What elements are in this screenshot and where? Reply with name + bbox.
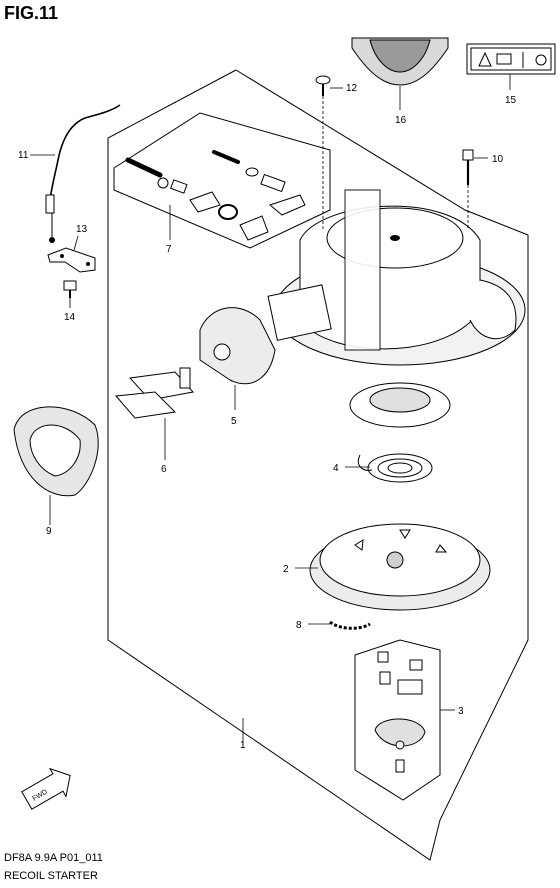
decal-part-16 <box>351 37 449 86</box>
figure-title: FIG.11 <box>4 3 59 23</box>
leader-lines <box>30 74 511 745</box>
callout-9: 9 <box>46 526 52 537</box>
footer-model-code: DF8A 9.9A P01_011 <box>4 852 103 864</box>
kit-7-parts <box>125 150 306 241</box>
grip-part-9 <box>13 406 99 497</box>
footer-assembly-name: RECOIL STARTER <box>4 870 98 882</box>
bracket-part-13 <box>47 247 96 273</box>
screw-part-12 <box>315 75 331 96</box>
callout-7: 7 <box>166 244 172 255</box>
callout-16: 16 <box>395 115 407 126</box>
callout-15: 15 <box>505 95 517 106</box>
callout-5: 5 <box>231 416 237 427</box>
callout-8: 8 <box>296 620 302 631</box>
spring-case <box>349 382 451 428</box>
callout-14: 14 <box>64 312 76 323</box>
callout-11: 11 <box>18 150 29 161</box>
kit-3-parts <box>374 651 426 773</box>
reel-part-2 <box>309 523 491 611</box>
callout-1: 1 <box>240 740 246 751</box>
kit-3-outline <box>354 639 441 801</box>
fwd-arrow-icon: FWD <box>21 767 71 810</box>
handle-part-6 <box>114 367 194 419</box>
rope-part-8 <box>329 620 371 630</box>
callout-10: 10 <box>492 154 504 165</box>
housing-part-1 <box>267 189 526 366</box>
cable-part-11 <box>45 104 121 243</box>
callout-2: 2 <box>283 564 289 575</box>
handle-cover-part-5 <box>199 307 276 385</box>
warning-label-part-15 <box>466 43 556 75</box>
callout-13: 13 <box>76 224 88 235</box>
kit-7-outline <box>113 112 331 249</box>
spring-part-4 <box>357 453 433 483</box>
callout-6: 6 <box>161 464 167 475</box>
callout-12: 12 <box>346 83 358 94</box>
bolt-part-10 <box>462 149 474 185</box>
bolt-part-14 <box>63 280 77 298</box>
callout-3: 3 <box>458 706 464 717</box>
assembly-outline <box>107 69 529 861</box>
callout-4: 4 <box>333 463 339 474</box>
